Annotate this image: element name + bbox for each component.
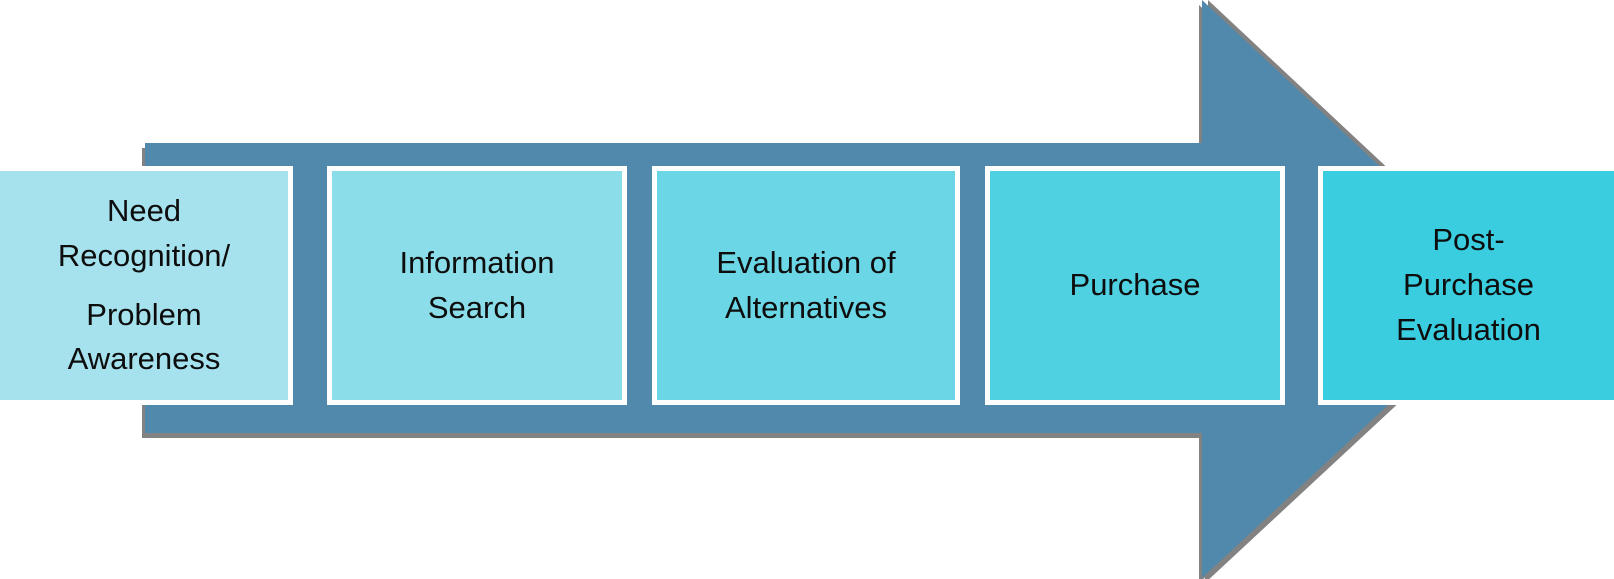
step-label-information-search: Information Search: [399, 241, 554, 331]
step-label-purchase: Purchase: [1070, 263, 1201, 308]
step-label-paragraph: Problem Awareness: [67, 296, 221, 377]
step-evaluation-of-alternatives: Evaluation of Alternatives: [652, 166, 960, 405]
step-label-paragraph: Evaluation of Alternatives: [716, 244, 896, 325]
step-purchase: Purchase: [985, 166, 1285, 405]
step-information-search: Information Search: [327, 166, 627, 405]
step-need-recognition: Need Recognition/Problem Awareness: [0, 166, 293, 405]
step-post-purchase-evaluation: Post- Purchase Evaluation: [1318, 166, 1614, 405]
step-label-paragraph: Need Recognition/: [57, 192, 231, 273]
step-label-paragraph: Purchase: [1069, 267, 1201, 303]
step-label-evaluation-of-alternatives: Evaluation of Alternatives: [716, 241, 895, 331]
step-label-need-recognition: Need Recognition/Problem Awareness: [58, 189, 230, 383]
step-label-post-purchase-evaluation: Post- Purchase Evaluation: [1396, 218, 1541, 353]
step-label-paragraph: Post- Purchase Evaluation: [1396, 222, 1541, 347]
step-label-paragraph: Information Search: [399, 244, 555, 325]
